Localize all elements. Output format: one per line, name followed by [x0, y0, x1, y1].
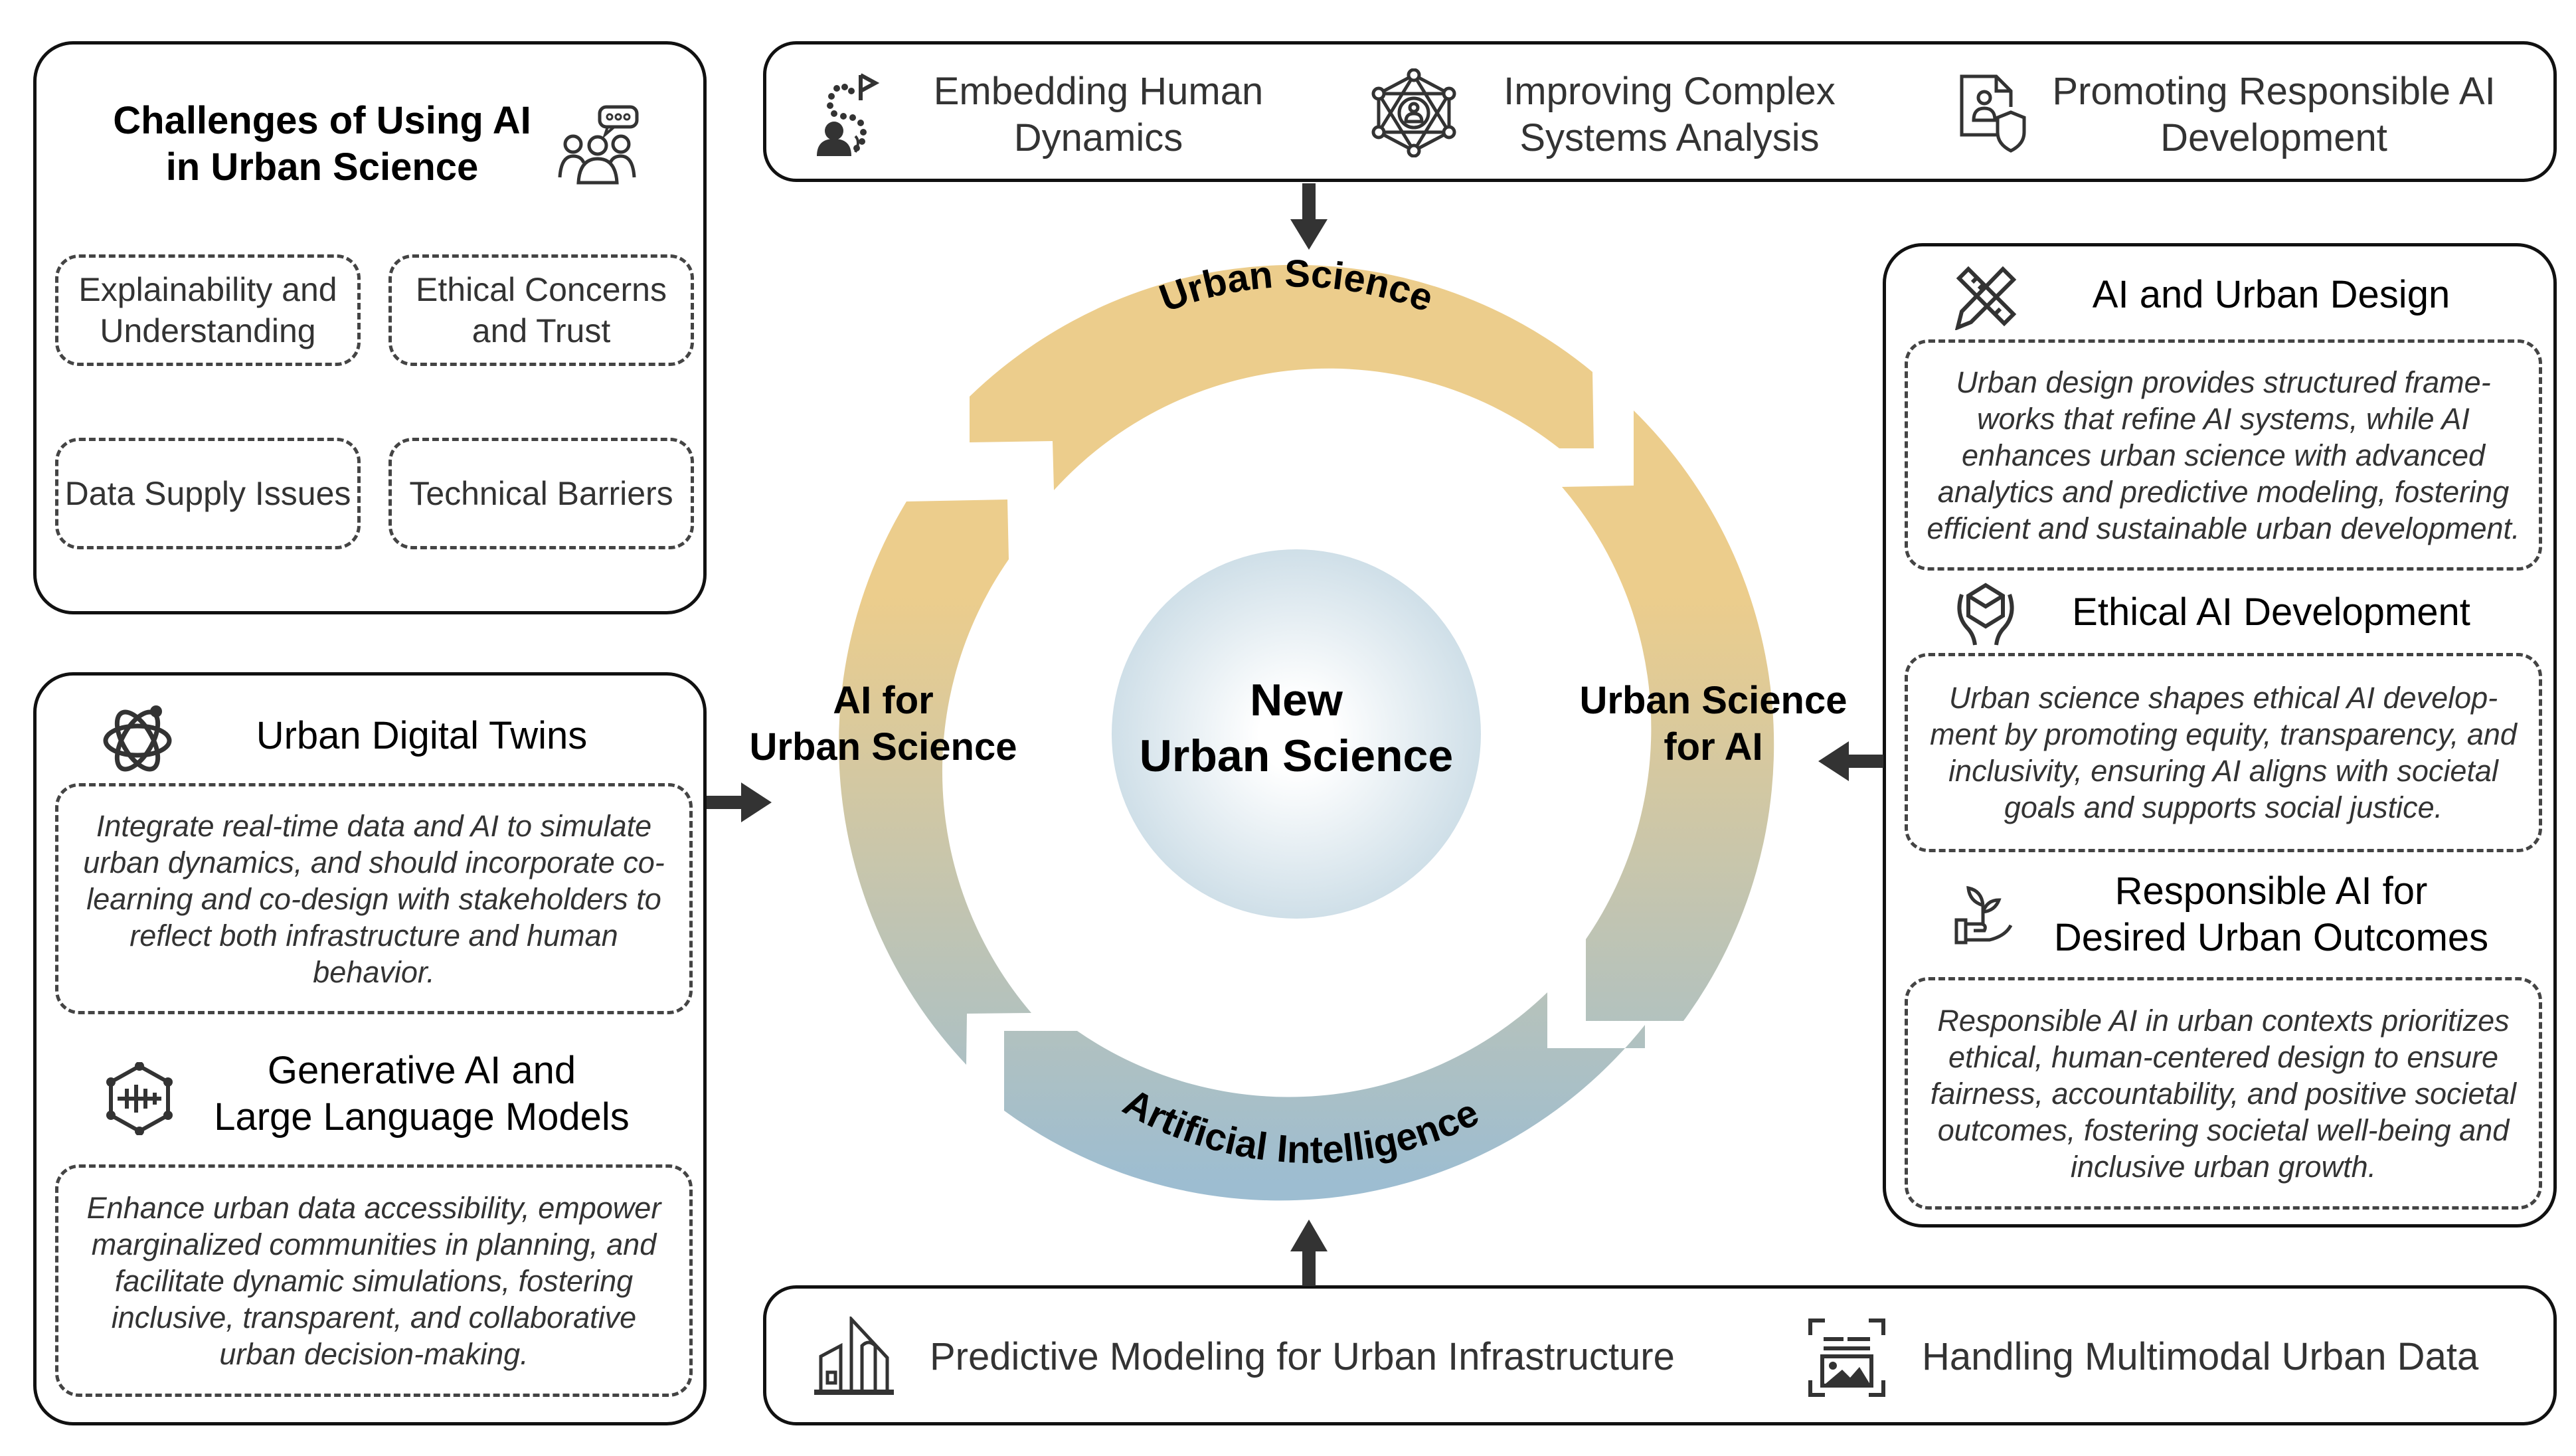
ring-segment-bottom — [1004, 992, 1645, 1201]
left-cycle-label: AI for Urban Science — [749, 679, 1017, 769]
challenge-item-ethical-concerns: Ethical Concerns and Trust — [388, 254, 694, 366]
theme-improving-complex-systems: Improving Complex Systems Analysis — [1503, 70, 1836, 159]
description-urban-digital-twins: Integrate real-time data and AI to simul… — [55, 783, 693, 1014]
theme-multimodal-data: Handling Multimodal Urban Data — [1922, 1335, 2479, 1378]
hands-cube-icon — [1957, 583, 2014, 646]
ruler-pencil-icon — [1954, 266, 2017, 330]
ring-segment-right — [1562, 410, 1774, 1021]
section-title-urban-digital-twins: Urban Digital Twins — [256, 714, 588, 757]
center-label: New Urban Science — [1139, 675, 1454, 781]
section-title-ethical-ai: Ethical AI Development — [2072, 591, 2470, 634]
buildings-icon — [814, 1317, 894, 1395]
neural-network-icon — [106, 1062, 173, 1135]
ring-segment-left — [839, 500, 1031, 1065]
arrow-top-to-cycle — [1290, 183, 1328, 250]
challenges-title: Challenges of Using AI in Urban Science — [113, 99, 531, 189]
document-shield-icon — [1960, 74, 2026, 153]
section-title-ai-urban-design: AI and Urban Design — [2092, 273, 2450, 316]
theme-promoting-responsible-ai: Promoting Responsible AI Development — [2052, 70, 2496, 159]
arrow-bottom-to-cycle — [1290, 1220, 1328, 1286]
description-ai-urban-design: Urban design provides structured frame-w… — [1905, 339, 2542, 571]
atom-icon — [103, 705, 172, 772]
network-person-icon — [1371, 68, 1456, 157]
top-themes-bar: Embedding Human Dynamics Improving Compl… — [763, 41, 2557, 182]
ring-segment-top — [970, 264, 1594, 490]
group-discussion-icon — [558, 105, 639, 185]
challenge-item-technical-barriers: Technical Barriers — [388, 438, 694, 549]
right-principles-panel: AI and Urban Design Urban design provide… — [1883, 243, 2557, 1228]
hand-plant-icon — [1954, 885, 2013, 945]
arrow-right-to-cycle — [1818, 741, 1883, 781]
section-title-responsible-ai: Responsible AI for Desired Urban Outcome… — [2053, 869, 2489, 959]
bottom-themes-bar: Predictive Modeling for Urban Infrastruc… — [763, 1285, 2557, 1425]
challenges-panel: Challenges of Using AI in Urban Science … — [33, 41, 707, 614]
multimodal-data-icon — [1808, 1319, 1885, 1397]
description-generative-ai: Enhance urban data accessibility, empowe… — [55, 1164, 693, 1397]
challenge-item-data-supply: Data Supply Issues — [55, 438, 361, 549]
section-title-generative-ai: Generative AI and Large Language Models — [214, 1049, 630, 1138]
description-responsible-ai: Responsible AI in urban contexts priorit… — [1905, 977, 2542, 1210]
right-cycle-label: Urban Science for AI — [1579, 679, 1847, 769]
human-path-icon — [817, 73, 880, 156]
theme-embedding-human-dynamics: Embedding Human Dynamics — [933, 70, 1264, 159]
center-circle — [1112, 549, 1481, 919]
description-ethical-ai: Urban science shapes ethical AI develop-… — [1905, 653, 2542, 852]
arrow-left-to-cycle — [707, 782, 772, 822]
cycle-ring — [839, 264, 1774, 1201]
challenge-item-explainability: Explainability and Understanding — [55, 254, 361, 366]
left-applications-panel: Urban Digital Twins Integrate real-time … — [33, 672, 707, 1425]
theme-predictive-modeling: Predictive Modeling for Urban Infrastruc… — [930, 1335, 1675, 1378]
